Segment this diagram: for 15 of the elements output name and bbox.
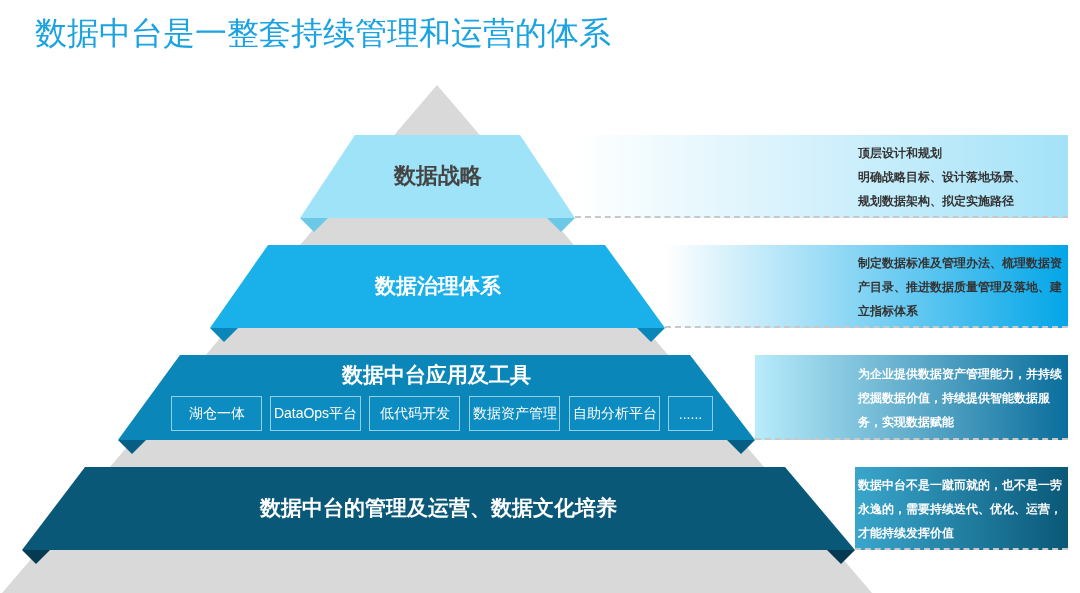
tool-box: 湖仓一体 [171,396,262,431]
description-panel: 制定数据标准及管理办法、梳理数据资产目录、推进数据质量管理及落地、建立指标体系 [665,245,1068,328]
band-label: 数据战略 [392,162,483,191]
description-panel: 为企业提供数据资产管理能力，并持续挖掘数据价值，持续提供智能数据服务，实现数据赋能 [755,355,1068,440]
tool-box: 低代码开发 [369,396,460,431]
title: 数据中台是一整套持续管理和运营的体系 [35,14,611,53]
tool-box: 数据资产管理 [469,396,560,431]
band-label: 数据治理体系 [373,272,502,299]
description-panel: 数据中台不是一蹴而就的，也不是一劳永逸的，需要持续迭代、优化、运营，才能持续发挥价值 [855,467,1068,550]
tool-box: 自助分析平台 [569,396,660,431]
band-label: 数据中台应用及工具 [340,362,532,388]
tool-box: ...... [668,396,713,431]
tool-box: DataOps平台 [270,396,361,431]
band-label: 数据中台的管理及运营、数据文化培养 [258,494,618,521]
description-panel: 顶层设计和规划 明确战略目标、设计落地场景、规划数据架构、拟定实施路径 [575,135,1068,218]
